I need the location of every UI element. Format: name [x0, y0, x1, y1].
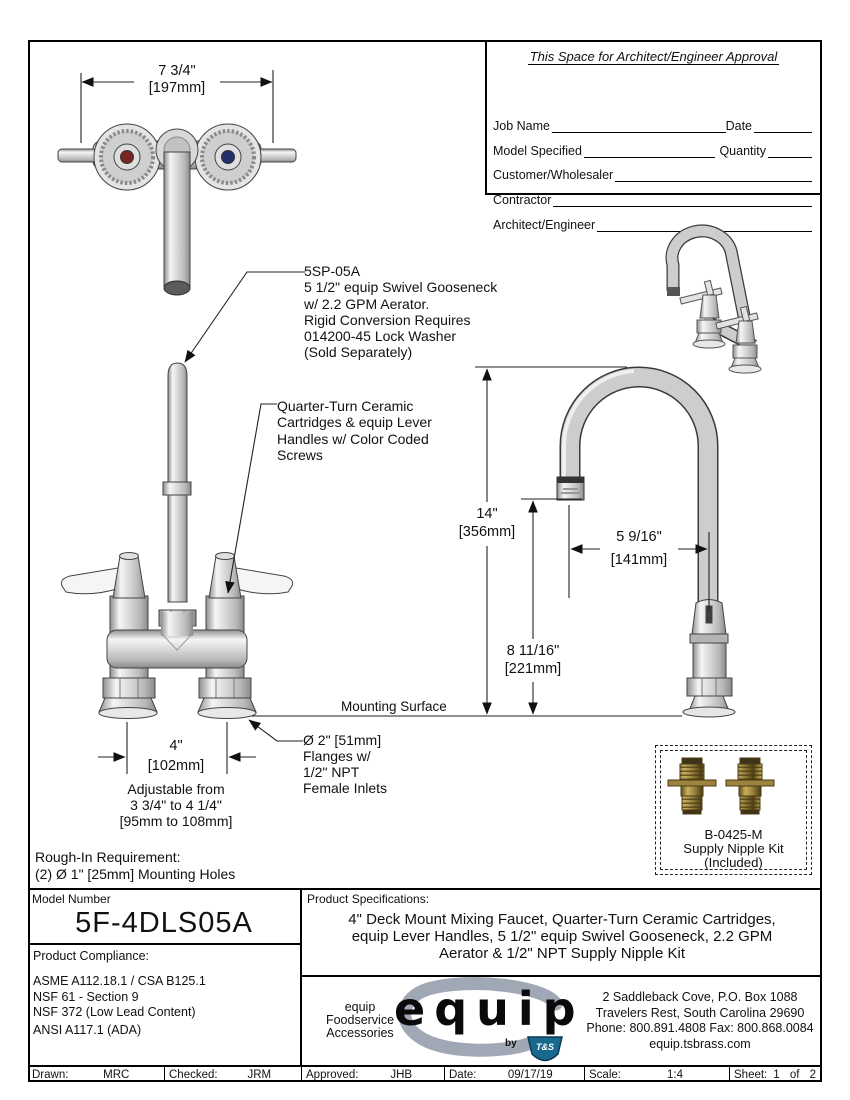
- job-name-label: Job Name: [493, 119, 550, 133]
- dim-height-label: 14"[356mm]: [452, 504, 522, 542]
- footer-drawn: Drawn: MRC: [28, 1067, 165, 1082]
- approval-title: This Space for Architect/Engineer Approv…: [527, 49, 780, 65]
- job-name-field[interactable]: [551, 118, 726, 133]
- company-address: 2 Saddleback Cove, P.O. Box 1088 Travele…: [586, 990, 814, 1051]
- model-specified-label: Model Specified: [493, 144, 582, 158]
- sheet-label: Sheet:: [734, 1068, 768, 1081]
- model-compliance-column: Model Number 5F-4DLS05A Product Complian…: [28, 888, 302, 1065]
- approval-row-job: Job Name Date: [493, 115, 812, 133]
- footer-sheet: Sheet: 1 of 2: [730, 1067, 822, 1082]
- architect-label: Architect/Engineer: [493, 218, 596, 232]
- date-label: Date: [725, 119, 752, 133]
- approval-row-model: Model Specified Quantity: [493, 140, 812, 158]
- footer-scale: Scale: 1:4: [585, 1067, 730, 1082]
- approved-value: JHB: [390, 1068, 413, 1081]
- model-specified-field[interactable]: [583, 143, 716, 158]
- footer-approved: Approved: JHB: [302, 1067, 445, 1082]
- drawn-label: Drawn:: [32, 1068, 69, 1081]
- supply-kit-box: [655, 745, 812, 875]
- dim-reach-label-in: 5 9/16": [616, 529, 662, 545]
- contractor-label: Contractor: [493, 193, 552, 207]
- compliance-item: NSF 61 - Section 9: [33, 989, 139, 1004]
- spec-line: equip Lever Handles, 5 1/2" equip Swivel…: [351, 928, 773, 945]
- equip-logo-text: equip: [394, 982, 585, 1036]
- product-specifications-block: Product Specifications: 4" Deck Mount Mi…: [302, 890, 822, 977]
- dim-centers-label-in: 4": [169, 738, 183, 754]
- spec-line: Aerator & 1/2" NPT Supply Nipple Kit: [439, 945, 685, 962]
- scale-value: 1:4: [666, 1068, 683, 1081]
- checked-label: Checked:: [169, 1068, 218, 1081]
- footer-checked: Checked: JRM: [165, 1067, 302, 1082]
- quantity-label: Quantity: [719, 144, 766, 158]
- checked-value: JRM: [247, 1068, 272, 1081]
- dim-reach-label-mm: [141mm]: [610, 552, 668, 568]
- compliance-label: Product Compliance:: [33, 949, 150, 963]
- compliance-item: NSF 372 (Low Lead Content): [33, 1005, 196, 1019]
- footer-date: Date: 09/17/19: [445, 1067, 585, 1082]
- sheet-value: 1 of 2: [773, 1068, 817, 1081]
- approved-label: Approved:: [306, 1068, 359, 1081]
- supply-kit-name: Supply Nipple Kit: [683, 841, 784, 856]
- dim-centers-label-mm: [102mm]: [147, 758, 205, 774]
- mounting-surface-label: Mounting Surface: [341, 699, 447, 714]
- supply-kit-included: (Included): [704, 855, 763, 870]
- drawn-value: MRC: [103, 1068, 130, 1081]
- customer-label: Customer/Wholesaler: [493, 168, 614, 182]
- contractor-field[interactable]: [553, 192, 812, 207]
- rough-in-note: Rough-In Requirement:(2) Ø 1" [25mm] Mou…: [35, 849, 236, 882]
- product-compliance-block: Product Compliance: ASME A112.18.1 / CSA…: [28, 945, 300, 1038]
- dim-outlet-height-label: 8 11/16"[221mm]: [496, 641, 570, 679]
- model-number-value: 5F-4DLS05A: [75, 907, 253, 939]
- model-number-block: Model Number 5F-4DLS05A: [28, 890, 300, 945]
- title-block-footer: Drawn: MRC Checked: JRM Approved: JHB Da…: [28, 1065, 822, 1082]
- spec-line: 4" Deck Mount Mixing Faucet, Quarter-Tur…: [348, 911, 776, 928]
- dim-top-width-label: 7 3/4"[197mm]: [148, 63, 206, 96]
- approval-row-contractor: Contractor: [493, 189, 812, 207]
- supply-kit-model: B-0425-M: [704, 827, 763, 842]
- date-label: Date:: [449, 1068, 477, 1081]
- compliance-item: ASME A112.18.1 / CSA B125.1: [33, 974, 206, 988]
- model-number-label: Model Number: [32, 892, 111, 906]
- date-value: 09/17/19: [507, 1068, 553, 1081]
- customer-field[interactable]: [615, 167, 812, 182]
- approval-row-customer: Customer/Wholesaler: [493, 164, 812, 182]
- architect-field[interactable]: [597, 217, 812, 232]
- logo-by-label: by: [505, 1038, 517, 1049]
- specs-label: Product Specifications:: [307, 892, 430, 906]
- approval-row-architect: Architect/Engineer: [493, 214, 812, 232]
- compliance-item: ANSI A117.1 (ADA): [33, 1022, 142, 1037]
- scale-label: Scale:: [589, 1068, 621, 1081]
- sheet-border: [28, 40, 822, 1082]
- approval-box: This Space for Architect/Engineer Approv…: [485, 40, 822, 232]
- quantity-field[interactable]: [768, 143, 812, 158]
- brand-block: equip Foodservice Accessories: [302, 977, 822, 1065]
- date-field[interactable]: [754, 118, 812, 133]
- specs-brand-column: Product Specifications: 4" Deck Mount Mi…: [302, 888, 822, 1065]
- brand-tagline: equip Foodservice Accessories: [325, 1000, 395, 1040]
